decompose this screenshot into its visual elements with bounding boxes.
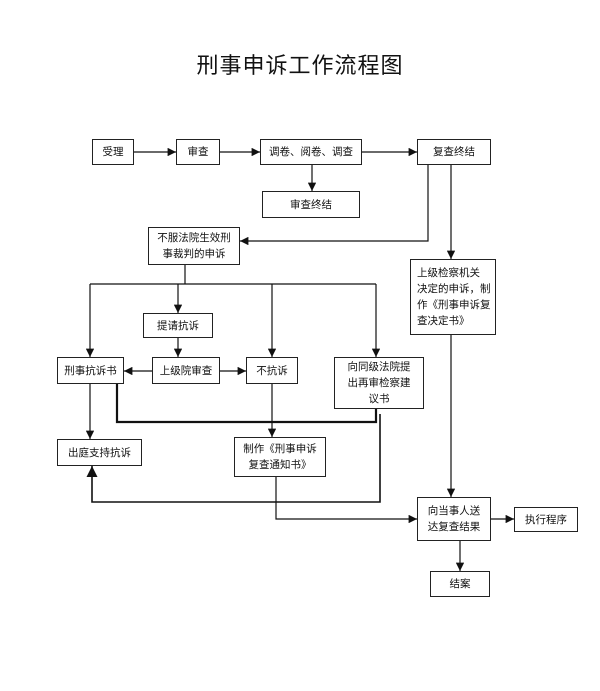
page-title: 刑事申诉工作流程图 [196, 54, 404, 79]
node-make-notice: 制作《刑事申诉 复查通知书》 [234, 437, 326, 477]
node-execute: 执行程序 [514, 507, 578, 532]
node-upper-decision: 上级检察机关 决定的申诉，制 作《刑事申诉复 查决定书》 [410, 259, 496, 335]
node-review-concluded: 审查终结 [262, 191, 360, 218]
node-retrial-suggest: 向同级法院提 出再审检察建 议书 [334, 357, 424, 409]
node-request-protest: 提请抗诉 [143, 313, 213, 338]
arrow-notice-deliver [275, 477, 417, 524]
node-no-protest: 不抗诉 [246, 357, 298, 384]
node-protest-doc: 刑事抗诉书 [57, 357, 124, 384]
node-deliver: 向当事人送 达复查结果 [417, 497, 491, 541]
node-close: 结案 [430, 571, 490, 597]
node-upper-review: 上级院审查 [152, 357, 220, 384]
node-reexam-concluded: 复查终结 [417, 139, 491, 165]
node-review: 审查 [176, 139, 220, 165]
node-dissatisfied: 不服法院生效刑 事裁判的申诉 [148, 227, 240, 265]
line-protest-retrial [115, 384, 378, 424]
node-investigate: 调卷、阅卷、调查 [260, 139, 362, 165]
arrow-reexam-dissatisfied [240, 165, 429, 246]
arrow-retrial-court [86, 414, 381, 503]
node-court-support: 出庭支持抗诉 [57, 439, 142, 466]
node-accept: 受理 [92, 139, 134, 165]
